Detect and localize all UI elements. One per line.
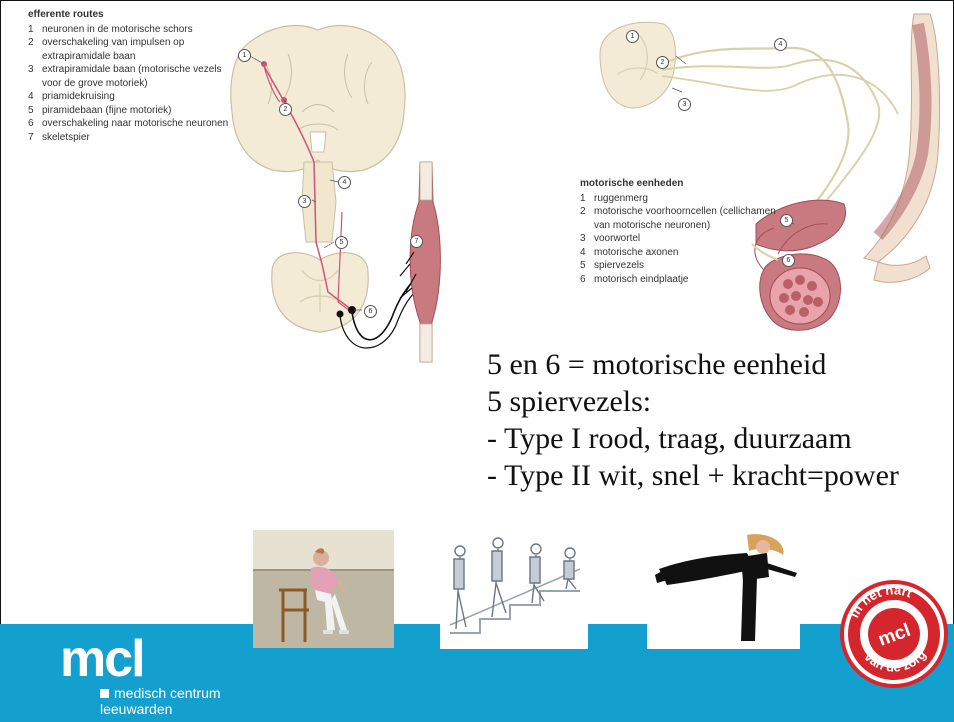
photo-chair-stand (253, 530, 394, 648)
legend-item: 3voorwortel (580, 232, 780, 246)
legend-item: 5piramidebaan (fijne motoriek) (28, 104, 238, 118)
body-line-3: - Type I rood, traag, duurzaam (487, 420, 899, 457)
legend-item: 6motorisch eindplaatje (580, 273, 780, 287)
body-line-4: - Type II wit, snel + kracht=power (487, 457, 899, 494)
callout-3: 3 (298, 195, 311, 208)
legend-title: motorische eenheden (580, 177, 780, 191)
efferent-routes-legend: efferente routes 1neuronen in de motoris… (28, 8, 238, 144)
illustration-stair-climbing (440, 529, 588, 649)
callout-r3: 3 (678, 98, 691, 111)
callout-r1: 1 (626, 30, 639, 43)
legend-item: 6overschakeling naar motorische neuronen (28, 117, 238, 131)
mcl-logo: mcl medisch centrum leeuwarden (60, 637, 144, 681)
motor-units-figure: 1 2 3 4 5 6 (578, 4, 952, 342)
body-line-2: 5 spiervezels: (487, 383, 899, 420)
logo-mark: mcl (60, 637, 144, 681)
callout-r5: 5 (780, 214, 793, 227)
legend-title: efferente routes (28, 8, 238, 22)
legend-item: 2motorische voorhoorncellen (cellichamen… (580, 205, 780, 232)
legend-item: 5spiervezels (580, 259, 780, 273)
legend-item: 4motorische axonen (580, 246, 780, 260)
motor-units-legend: motorische eenheden 1ruggenmerg 2motoris… (580, 177, 780, 286)
logo-square-icon (100, 689, 109, 698)
legend-item: 2overschakeling van impulsen op extrapir… (28, 36, 238, 63)
legend-item: 7skeletspier (28, 131, 238, 145)
legend-item: 1neuronen in de motorische schors (28, 23, 238, 37)
photo-dancer (647, 529, 800, 649)
callout-r4: 4 (774, 38, 787, 51)
motor-units-illustration (578, 4, 952, 342)
callout-5: 5 (335, 236, 348, 249)
callout-2: 2 (279, 103, 292, 116)
logo-subtitle: medisch centrum leeuwarden (100, 685, 221, 717)
legend-item: 1ruggenmerg (580, 192, 780, 206)
callout-7: 7 (410, 235, 423, 248)
callout-r6: 6 (782, 254, 795, 267)
body-line-1: 5 en 6 = motorische eenheid (487, 346, 899, 383)
callout-r2: 2 (656, 56, 669, 69)
callout-6: 6 (364, 305, 377, 318)
in-het-hart-stamp: in het hart van de zorg mcl (832, 572, 952, 692)
legend-item: 3extrapiramidale baan (motorische vezels… (28, 63, 238, 90)
callout-4: 4 (338, 176, 351, 189)
callout-1: 1 (238, 49, 251, 62)
legend-item: 4priamidekruising (28, 90, 238, 104)
slide-body-text: 5 en 6 = motorische eenheid 5 spiervezel… (487, 346, 899, 494)
